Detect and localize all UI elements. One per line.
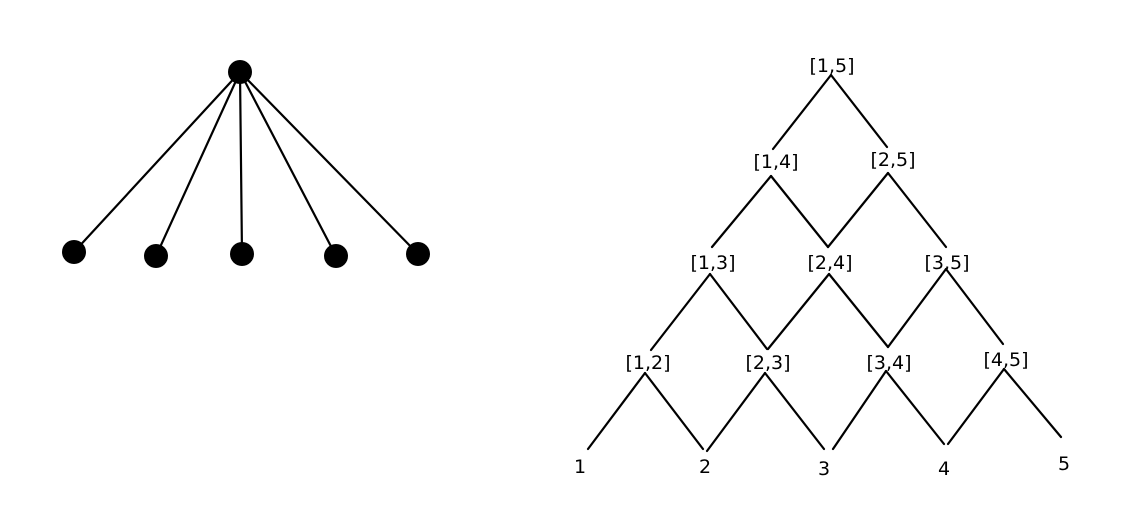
lattice-edge-n34-n3 xyxy=(831,369,888,451)
star-graph xyxy=(62,60,430,268)
star-edge-l5 xyxy=(238,70,420,256)
star-edge-l1 xyxy=(72,70,242,254)
lattice-edge-n14-n24 xyxy=(769,174,830,249)
lattice-edge-n35-n45 xyxy=(944,267,1005,346)
lattice-node-label-n14: [1,4] xyxy=(753,151,798,173)
interval-lattice-edges xyxy=(586,73,1063,453)
lattice-edge-n25-n24 xyxy=(826,171,890,249)
star-leaf-node-l3 xyxy=(230,242,254,266)
lattice-edge-n13-n12 xyxy=(649,272,712,352)
lattice-node-label-n5: 5 xyxy=(1058,453,1070,475)
lattice-node-label-n2: 2 xyxy=(699,456,711,478)
lattice-edge-n14-n13 xyxy=(710,174,773,249)
lattice-edge-n23-n3 xyxy=(763,371,826,451)
lattice-edge-n45-n4 xyxy=(946,367,1006,446)
star-center-node xyxy=(228,60,252,84)
lattice-node-label-n34: [3,4] xyxy=(866,352,911,374)
lattice-edge-n25-n35 xyxy=(886,171,948,249)
lattice-node-label-n25: [2,5] xyxy=(870,149,915,171)
lattice-edge-n15-n14 xyxy=(771,73,833,151)
star-leaf-node-l4 xyxy=(324,244,348,268)
lattice-node-label-n45: [4,5] xyxy=(983,349,1028,371)
lattice-edge-n12-n2 xyxy=(643,371,705,451)
interval-lattice-labels: [1,5] [1,4] [2,5] [1,3] [2,4] [3,5] [1,2] [2,3]… xyxy=(574,55,1070,480)
lattice-edge-n23-n2 xyxy=(705,371,767,453)
star-leaf-node-l2 xyxy=(144,244,168,268)
lattice-node-label-n4: 4 xyxy=(938,458,950,480)
lattice-edge-n12-n1 xyxy=(586,371,647,451)
star-edge-l4 xyxy=(238,70,338,258)
lattice-edge-n13-n23 xyxy=(708,272,769,351)
lattice-edge-n24-n23 xyxy=(766,272,831,351)
lattice-edge-n15-n25 xyxy=(829,73,889,149)
lattice-node-label-n23: [2,3] xyxy=(745,352,790,374)
star-edge-l2 xyxy=(154,70,242,258)
lattice-node-label-n12: [1,2] xyxy=(625,352,670,374)
lattice-edge-n34-n4 xyxy=(884,369,946,446)
lattice-edge-n24-n34 xyxy=(827,272,890,349)
star-edge-l3 xyxy=(238,70,244,256)
star-leaf-node-l1 xyxy=(62,240,86,264)
lattice-node-label-n35: [3,5] xyxy=(924,252,969,274)
lattice-node-label-n24: [2,4] xyxy=(807,252,852,274)
lattice-node-label-n1: 1 xyxy=(574,456,586,478)
star-leaf-node-l5 xyxy=(406,242,430,266)
lattice-edge-n45-n5 xyxy=(1002,367,1063,439)
lattice-node-label-n15: [1,5] xyxy=(809,55,854,77)
lattice-node-label-n13: [1,3] xyxy=(690,252,735,274)
lattice-node-label-n3: 3 xyxy=(818,458,830,480)
lattice-edge-n35-n34 xyxy=(886,267,948,349)
